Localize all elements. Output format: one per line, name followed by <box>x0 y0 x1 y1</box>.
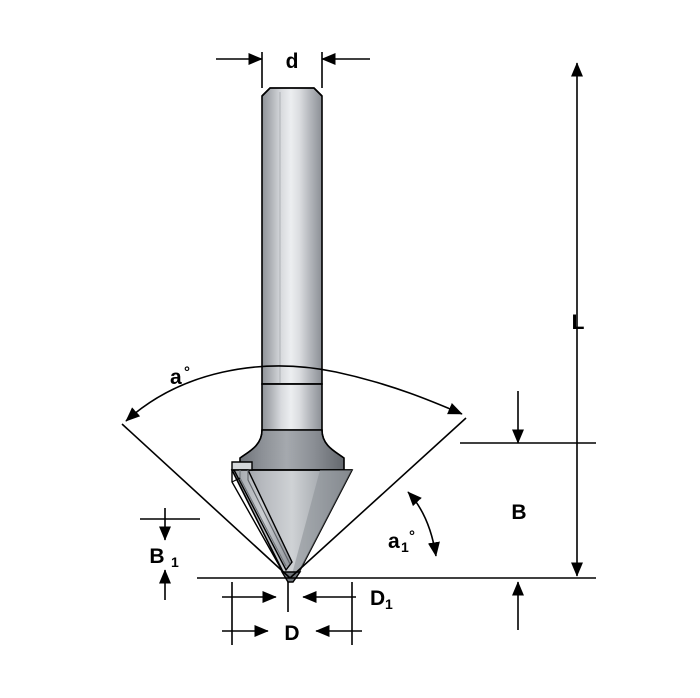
collar-right-fillet <box>321 429 345 459</box>
label-a: a <box>170 366 182 389</box>
label-B: B <box>511 501 526 524</box>
dimension-d: d <box>216 50 370 88</box>
dimension-B1: B 1 <box>140 508 200 600</box>
dimension-angle-a: a ° <box>121 364 467 579</box>
collar-body <box>239 429 345 471</box>
flute-connector <box>231 477 241 483</box>
label-B1-subscript: 1 <box>171 554 179 570</box>
collar-left-fillet <box>239 429 263 459</box>
label-a1: a <box>388 530 400 553</box>
a-left-leg <box>121 423 291 579</box>
dimension-D1: D 1 <box>222 582 393 612</box>
tool-neck <box>261 383 323 431</box>
neck-body <box>261 383 323 431</box>
label-d: d <box>286 50 299 73</box>
router-bit-illustration <box>230 87 354 583</box>
label-D1-subscript: 1 <box>385 596 393 612</box>
label-L: L <box>572 311 585 334</box>
label-a1-degree: ° <box>409 528 415 545</box>
tool-shank <box>261 87 323 385</box>
cutter-flute-detail <box>231 461 293 575</box>
dimension-angle-a1: a 1 ° <box>388 491 440 557</box>
a1-arc <box>407 491 440 557</box>
label-a-degree: ° <box>184 364 190 381</box>
label-B1: B <box>149 545 164 568</box>
dimension-L: L <box>570 62 585 577</box>
flute-top-tab <box>231 461 253 471</box>
cone-right-shading <box>291 470 352 578</box>
a-right-leg <box>289 417 467 579</box>
shank-body <box>261 87 323 385</box>
dimension-B: B <box>197 391 596 630</box>
label-a1-subscript: 1 <box>401 539 409 555</box>
label-D: D <box>284 622 299 645</box>
a-arc <box>125 365 463 422</box>
flute-edge-line <box>247 470 291 565</box>
dimension-D: D <box>222 582 362 645</box>
label-D1: D <box>370 587 385 610</box>
shank-chamfer <box>261 87 323 97</box>
cutter-collar <box>239 429 345 471</box>
